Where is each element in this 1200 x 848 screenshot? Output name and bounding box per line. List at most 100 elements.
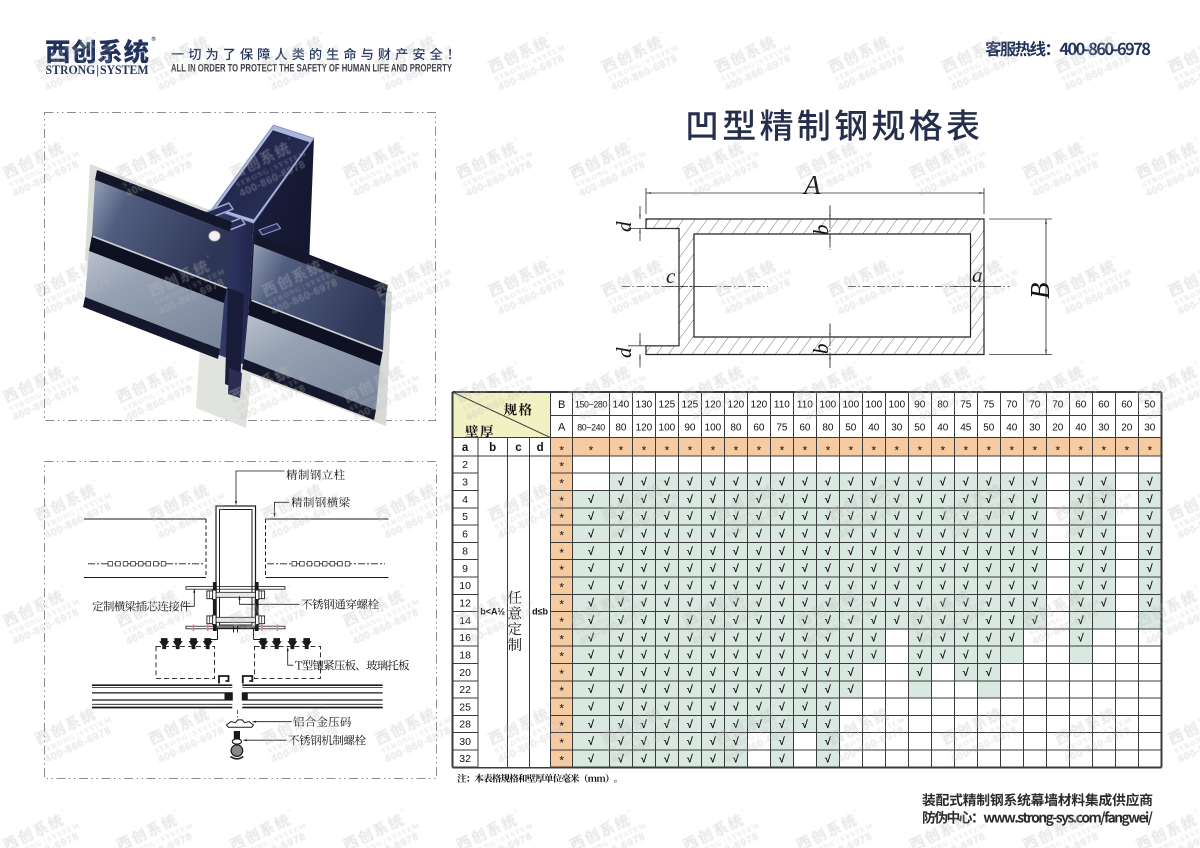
svg-text:√: √ — [802, 546, 809, 558]
svg-text:√: √ — [588, 684, 595, 696]
svg-text:*: * — [642, 443, 647, 457]
svg-text:√: √ — [986, 632, 993, 644]
svg-text:√: √ — [825, 753, 832, 765]
svg-text:√: √ — [917, 511, 924, 523]
svg-text:√: √ — [986, 529, 993, 541]
svg-text:50: 50 — [914, 422, 926, 433]
svg-text:8: 8 — [462, 546, 468, 558]
svg-text:B: B — [1025, 283, 1055, 300]
svg-text:√: √ — [588, 580, 595, 592]
svg-text:√: √ — [917, 650, 924, 662]
svg-text:√: √ — [917, 529, 924, 541]
svg-text:√: √ — [618, 598, 625, 610]
svg-text:√: √ — [825, 702, 832, 714]
svg-text:√: √ — [1032, 511, 1039, 523]
svg-text:√: √ — [687, 546, 694, 558]
svg-text:√: √ — [664, 650, 671, 662]
svg-text:√: √ — [802, 477, 809, 489]
svg-text:√: √ — [848, 684, 855, 696]
svg-text:√: √ — [641, 753, 648, 765]
svg-text:20: 20 — [1121, 422, 1133, 433]
svg-text:75: 75 — [983, 400, 995, 411]
svg-text:√: √ — [618, 684, 625, 696]
svg-text:√: √ — [588, 563, 595, 575]
svg-text:70: 70 — [1006, 400, 1018, 411]
svg-text:√: √ — [917, 667, 924, 679]
svg-text:√: √ — [802, 598, 809, 610]
svg-text:√: √ — [1147, 563, 1154, 575]
svg-text:√: √ — [1101, 580, 1108, 592]
svg-text:√: √ — [733, 494, 740, 506]
svg-text:√: √ — [779, 753, 786, 765]
svg-text:b: b — [489, 442, 496, 454]
svg-text:√: √ — [756, 702, 763, 714]
svg-text:√: √ — [848, 477, 855, 489]
svg-text:4: 4 — [462, 494, 468, 506]
svg-text:√: √ — [825, 650, 832, 662]
svg-text:√: √ — [825, 529, 832, 541]
svg-text:√: √ — [963, 580, 970, 592]
svg-text:√: √ — [894, 563, 901, 575]
svg-text:√: √ — [871, 632, 878, 644]
svg-text:√: √ — [986, 615, 993, 627]
svg-text:√: √ — [588, 598, 595, 610]
svg-text:√: √ — [756, 529, 763, 541]
svg-text:√: √ — [825, 598, 832, 610]
svg-text:√: √ — [802, 650, 809, 662]
svg-text:√: √ — [779, 563, 786, 575]
svg-text:B: B — [558, 399, 565, 411]
svg-text:125: 125 — [659, 400, 676, 411]
svg-text:√: √ — [894, 477, 901, 489]
svg-text:√: √ — [1032, 529, 1039, 541]
svg-text:√: √ — [825, 580, 832, 592]
svg-text:√: √ — [687, 684, 694, 696]
svg-text:√: √ — [871, 615, 878, 627]
svg-text:50: 50 — [845, 422, 857, 433]
svg-text:9: 9 — [462, 563, 468, 575]
svg-text:√: √ — [1032, 477, 1039, 489]
svg-text:√: √ — [1147, 580, 1154, 592]
svg-text:√: √ — [641, 546, 648, 558]
svg-text:√: √ — [756, 650, 763, 662]
svg-text:√: √ — [618, 546, 625, 558]
svg-text:√: √ — [588, 667, 595, 679]
svg-text:√: √ — [710, 598, 717, 610]
svg-text:√: √ — [1032, 563, 1039, 575]
svg-text:√: √ — [1147, 477, 1154, 489]
svg-text:√: √ — [1009, 511, 1016, 523]
svg-text:25: 25 — [459, 701, 471, 713]
svg-text:60: 60 — [1075, 400, 1087, 411]
svg-text:√: √ — [710, 684, 717, 696]
svg-text:√: √ — [940, 494, 947, 506]
svg-text:√: √ — [963, 494, 970, 506]
svg-text:*: * — [559, 667, 564, 681]
svg-text:*: * — [559, 563, 564, 577]
svg-text:√: √ — [664, 580, 671, 592]
svg-text:√: √ — [687, 598, 694, 610]
svg-text:√: √ — [940, 529, 947, 541]
svg-text:√: √ — [825, 494, 832, 506]
svg-text:√: √ — [710, 719, 717, 731]
svg-text:a: a — [462, 442, 469, 454]
svg-text:80: 80 — [730, 422, 742, 433]
svg-text:√: √ — [1101, 546, 1108, 558]
svg-text:√: √ — [733, 580, 740, 592]
svg-text:√: √ — [986, 580, 993, 592]
svg-text:√: √ — [687, 702, 694, 714]
svg-text:√: √ — [687, 650, 694, 662]
svg-text:*: * — [559, 546, 564, 560]
svg-text:20: 20 — [459, 667, 471, 679]
svg-text:12: 12 — [459, 598, 471, 610]
svg-text:√: √ — [917, 580, 924, 592]
svg-text:√: √ — [894, 580, 901, 592]
svg-text:80~240: 80~240 — [577, 422, 605, 432]
svg-text:√: √ — [1147, 529, 1154, 541]
svg-text:√: √ — [825, 511, 832, 523]
svg-text:√: √ — [871, 650, 878, 662]
svg-text:√: √ — [618, 632, 625, 644]
svg-text:10: 10 — [459, 580, 471, 592]
svg-text:45: 45 — [960, 422, 972, 433]
svg-text:√: √ — [664, 477, 671, 489]
svg-text:√: √ — [641, 477, 648, 489]
svg-text:√: √ — [588, 494, 595, 506]
